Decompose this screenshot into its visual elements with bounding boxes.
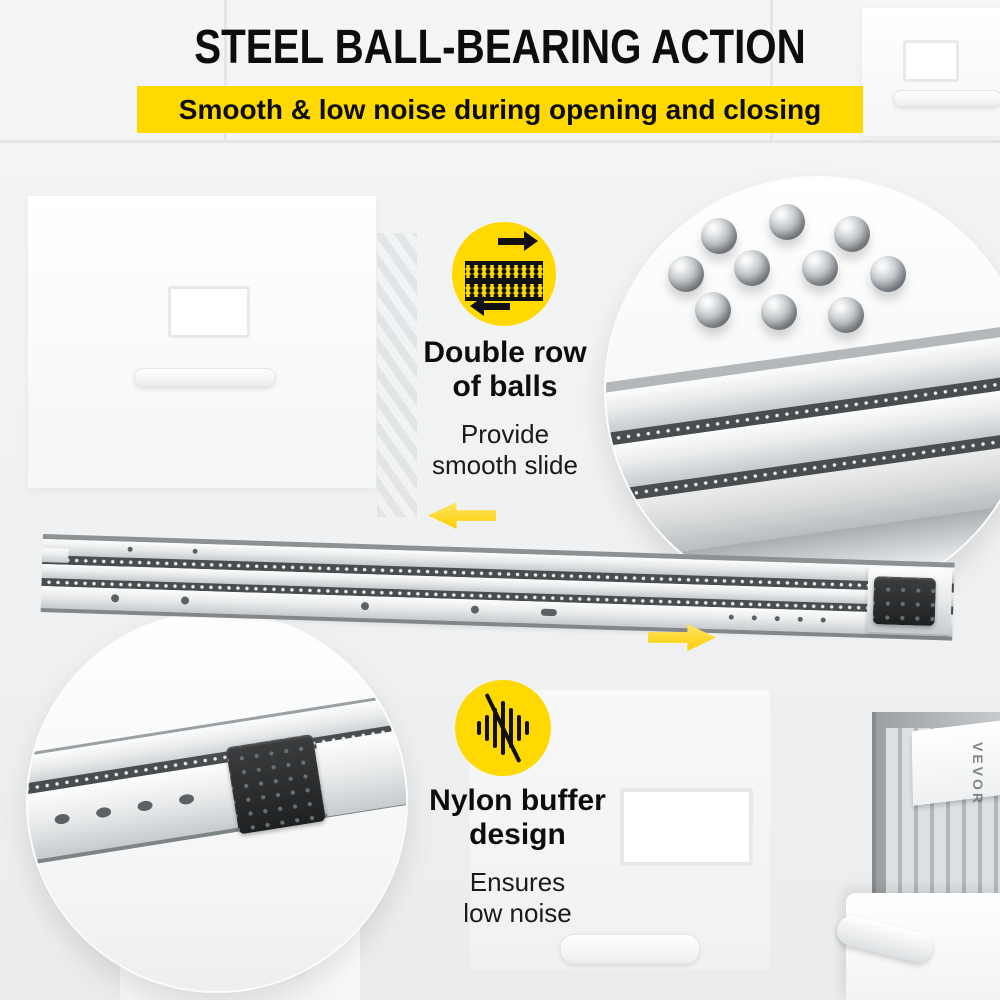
- noise-bar: [517, 715, 521, 741]
- feature-desc-line: smooth slide: [432, 449, 578, 480]
- icon-ball-row-top: [465, 261, 543, 282]
- subtitle-banner-text: Smooth & low noise during opening and cl…: [178, 93, 822, 125]
- low-noise-buffer-icon: [455, 680, 551, 776]
- noise-bar: [525, 721, 529, 735]
- brand-watermark: VEVOR: [970, 742, 986, 807]
- ball-bearings-closeup: [606, 178, 1000, 602]
- page-title-text: STEEL BALL-BEARING ACTION: [194, 21, 806, 74]
- noise-bar: [485, 715, 489, 741]
- noise-bar: [477, 721, 481, 735]
- steel-ball: [668, 256, 704, 292]
- steel-ball: [734, 250, 770, 286]
- nylon-buffer-closeup: [28, 613, 406, 991]
- feature-title-line: design: [469, 817, 566, 851]
- steel-ball: [802, 250, 838, 286]
- steel-ball: [761, 294, 797, 330]
- feature-double-row-title: Double row of balls: [390, 336, 620, 404]
- steel-ball: [828, 297, 864, 333]
- noise-bar: [509, 708, 513, 748]
- steel-ball: [701, 218, 737, 254]
- icon-ball-row-bottom: [465, 280, 543, 301]
- steel-ball: [695, 292, 731, 328]
- feature-double-row-desc: Provide smooth slide: [390, 419, 620, 481]
- cabinet-seam-vertical-left: [224, 0, 227, 140]
- icon-arrow-right-shaft: [498, 238, 524, 245]
- feature-desc-line: low noise: [463, 897, 572, 928]
- icon-arrow-left-shaft: [484, 303, 510, 310]
- slide-direction-left-arrow: [428, 502, 496, 529]
- file-papers: [911, 720, 1000, 806]
- double-row-ball-track-icon: [452, 222, 556, 326]
- feature-title-line: Nylon buffer: [429, 784, 606, 817]
- rail-slot: [540, 608, 557, 617]
- rail-hole: [751, 615, 757, 621]
- feature-nylon-buffer: Nylon buffer design Ensures low noise: [405, 784, 630, 929]
- icon-arrow-left-head: [470, 296, 484, 316]
- icon-arrow-right-head: [524, 231, 538, 251]
- feature-title-line: of balls: [452, 369, 558, 403]
- cabinet-seam-vertical-right: [770, 0, 773, 140]
- feature-desc-line: Ensures: [469, 866, 566, 897]
- drawer-handle-top-right: [893, 90, 1000, 107]
- noise-bar: [493, 708, 497, 748]
- feature-desc-line: Provide: [460, 418, 550, 449]
- feature-title-line: Double row: [423, 336, 587, 369]
- cabinet-drawer-left: [28, 196, 376, 488]
- subtitle-banner: Smooth & low noise during opening and cl…: [137, 86, 863, 133]
- nylon-buffer-cap: [225, 733, 327, 835]
- drawer-label-slot-left: [168, 286, 250, 338]
- feature-double-row: Double row of balls Provide smooth slide: [390, 336, 620, 481]
- feature-nylon-buffer-desc: Ensures low noise: [405, 867, 630, 929]
- steel-ball: [870, 256, 906, 292]
- drawer-handle-bottom: [560, 934, 700, 964]
- cabinet-edge-texture: [377, 233, 417, 517]
- steel-ball: [769, 204, 805, 240]
- feature-nylon-buffer-title: Nylon buffer design: [405, 784, 630, 852]
- drawer-handle-left: [134, 368, 276, 387]
- rail-left-tab: [42, 548, 69, 563]
- page-title: STEEL BALL-BEARING ACTION: [0, 20, 1000, 75]
- slide-end-closeup: [28, 689, 406, 967]
- drawer-label-slot-top-right: [903, 40, 959, 82]
- steel-ball: [834, 216, 870, 252]
- cabinet-seam-horizontal: [0, 140, 1000, 143]
- drawer-label-slot-bottom: [620, 788, 753, 866]
- nylon-buffer-lock: [872, 576, 937, 627]
